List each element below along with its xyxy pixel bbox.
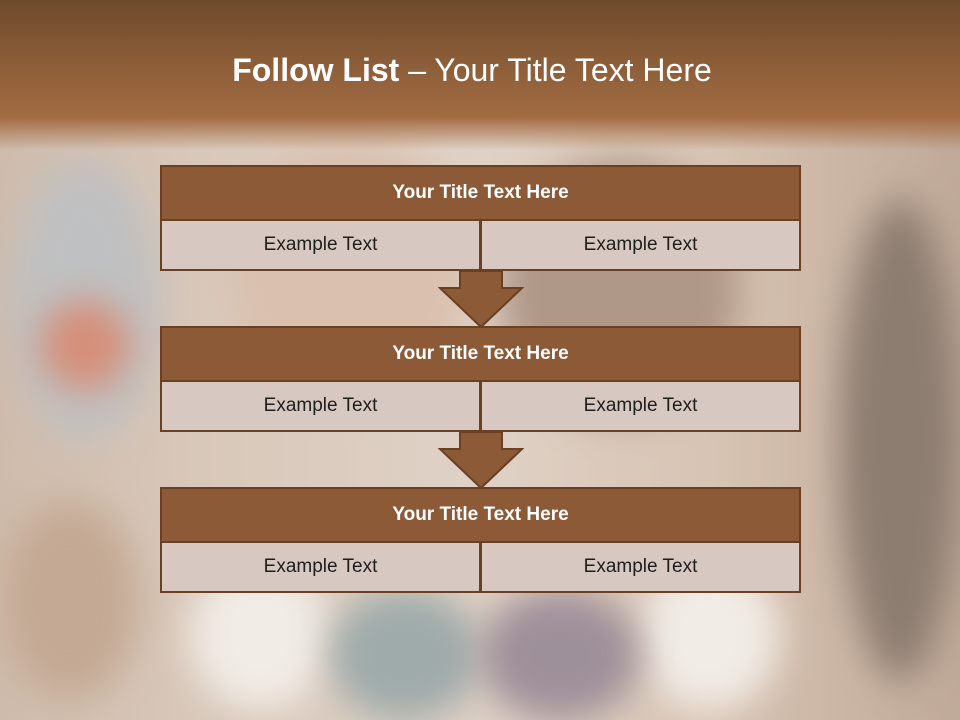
slide-title: Follow List – Your Title Text Here — [0, 52, 944, 89]
step-cell-left: Example Text — [160, 543, 481, 593]
step-cell-right: Example Text — [481, 543, 801, 593]
step-cell-left: Example Text — [160, 382, 481, 432]
follow-step-2: Your Title Text Here Example Text Exampl… — [160, 326, 801, 432]
step-row: Example Text Example Text — [160, 221, 801, 271]
step-cell-left: Example Text — [160, 221, 481, 271]
title-band — [0, 0, 960, 150]
slide-title-rest: – Your Title Text Here — [399, 52, 712, 88]
step-row: Example Text Example Text — [160, 543, 801, 593]
down-arrow-icon — [438, 270, 524, 328]
down-arrow-icon — [438, 431, 524, 489]
follow-step-1: Your Title Text Here Example Text Exampl… — [160, 165, 801, 271]
step-cell-right: Example Text — [481, 221, 801, 271]
step-cell-right: Example Text — [481, 382, 801, 432]
step-title: Your Title Text Here — [160, 165, 801, 221]
step-title: Your Title Text Here — [160, 487, 801, 543]
step-title: Your Title Text Here — [160, 326, 801, 382]
follow-step-3: Your Title Text Here Example Text Exampl… — [160, 487, 801, 593]
step-row: Example Text Example Text — [160, 382, 801, 432]
slide-title-bold: Follow List — [232, 52, 400, 88]
